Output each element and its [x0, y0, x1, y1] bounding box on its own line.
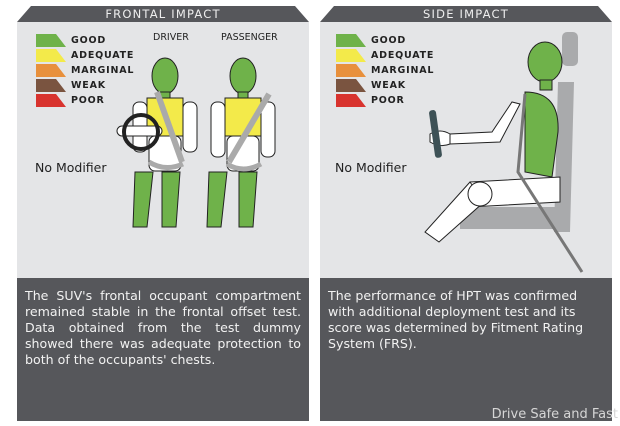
- panel-title: SIDE IMPACT: [423, 7, 509, 21]
- frontal-dummies-illustration: [116, 57, 276, 228]
- panel-title: FRONTAL IMPACT: [105, 7, 221, 21]
- driver-label: DRIVER: [153, 32, 189, 43]
- description-box: The SUV's frontal occupant compartment r…: [17, 278, 309, 421]
- modifier-label: No Modifier: [35, 160, 107, 175]
- illustration-area: GOOD ADEQUATE MARGINAL WEAK POOR DRIVER …: [17, 22, 309, 278]
- legend-good: GOOD: [36, 33, 134, 48]
- frontal-impact-panel: FRONTAL IMPACT GOOD ADEQUATE MARGINAL WE…: [17, 6, 309, 421]
- illustration-area: GOOD ADEQUATE MARGINAL WEAK POOR No Modi…: [320, 22, 612, 278]
- description-text: The SUV's frontal occupant compartment r…: [25, 288, 301, 367]
- side-dummy-illustration: [424, 32, 584, 273]
- description-box: The performance of HPT was confirmed wit…: [320, 278, 612, 421]
- passenger-label: PASSENGER: [221, 32, 278, 43]
- description-text: The performance of HPT was confirmed wit…: [328, 288, 584, 351]
- panel-header: FRONTAL IMPACT: [17, 6, 309, 22]
- legend-weak: WEAK: [336, 78, 434, 93]
- rating-legend: GOOD ADEQUATE MARGINAL WEAK POOR: [36, 33, 134, 108]
- legend-poor: POOR: [36, 93, 134, 108]
- panel-header: SIDE IMPACT: [320, 6, 612, 22]
- watermark: Drive Safe and Fast: [491, 407, 618, 422]
- legend-marginal: MARGINAL: [336, 63, 434, 78]
- modifier-label: No Modifier: [335, 160, 407, 175]
- legend-adequate: ADEQUATE: [36, 48, 134, 63]
- legend-good: GOOD: [336, 33, 434, 48]
- legend-poor: POOR: [336, 93, 434, 108]
- legend-weak: WEAK: [36, 78, 134, 93]
- side-impact-panel: SIDE IMPACT GOOD ADEQUATE MARGINAL WEAK …: [320, 6, 612, 421]
- legend-marginal: MARGINAL: [36, 63, 134, 78]
- rating-legend: GOOD ADEQUATE MARGINAL WEAK POOR: [336, 33, 434, 108]
- legend-adequate: ADEQUATE: [336, 48, 434, 63]
